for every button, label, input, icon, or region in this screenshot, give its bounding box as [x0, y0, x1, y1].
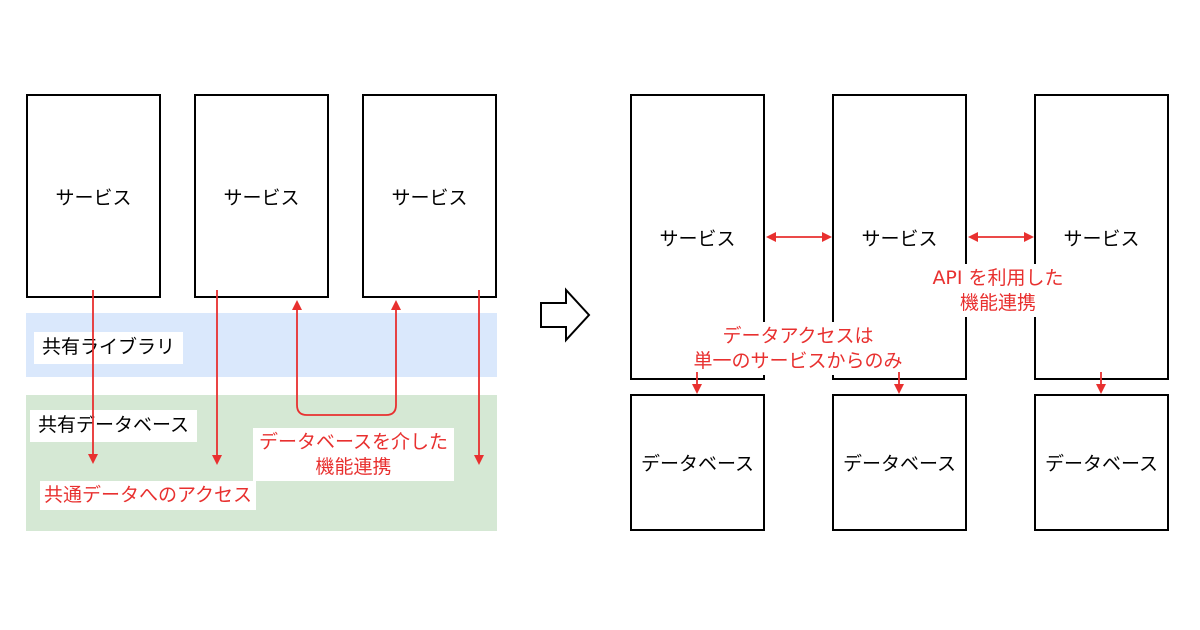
- after-database-box-2: データベース: [832, 394, 967, 531]
- shared-access-note: 共通データへのアクセス: [40, 481, 257, 510]
- after-database-label-1: データベース: [640, 453, 755, 475]
- before-service-box-3: サービス: [362, 94, 497, 298]
- hollow-right-arrow-icon: [540, 287, 591, 343]
- before-service-label-2: サービス: [223, 186, 300, 209]
- before-service-label-1: サービス: [55, 186, 132, 209]
- after-database-label-2: データベース: [842, 453, 957, 475]
- after-service-label-1: サービス: [659, 227, 736, 250]
- before-arrow-db-loop: [292, 300, 401, 416]
- before-service-box-1: サービス: [26, 94, 161, 298]
- shared-database-label: 共有データベース: [30, 410, 198, 442]
- after-database-label-3: データベース: [1044, 453, 1159, 475]
- data-access-note-line-1: データアクセスは: [722, 325, 874, 347]
- after-database-box-3: データベース: [1034, 394, 1169, 531]
- data-access-note-line-2: 単一のサービスからのみ: [693, 349, 903, 372]
- after-service-label-2: サービス: [861, 227, 938, 250]
- data-access-note: データアクセスは 単一のサービスからのみ: [678, 322, 918, 376]
- before-service-box-2: サービス: [194, 94, 329, 298]
- after-database-box-1: データベース: [630, 394, 765, 531]
- db-integration-note-line-1: データベースを介した: [259, 431, 449, 453]
- db-integration-note-line-2: 機能連携: [315, 455, 392, 478]
- shared-library-label: 共有ライブラリ: [34, 332, 184, 364]
- api-integration-note-line-1: API を利用した: [932, 267, 1064, 289]
- api-integration-note: API を利用した 機能連携: [918, 264, 1078, 318]
- db-integration-note: データベースを介した 機能連携: [253, 428, 455, 482]
- api-integration-note-line-2: 機能連携: [959, 291, 1036, 314]
- before-service-label-3: サービス: [391, 186, 468, 209]
- after-service-label-3: サービス: [1063, 227, 1140, 250]
